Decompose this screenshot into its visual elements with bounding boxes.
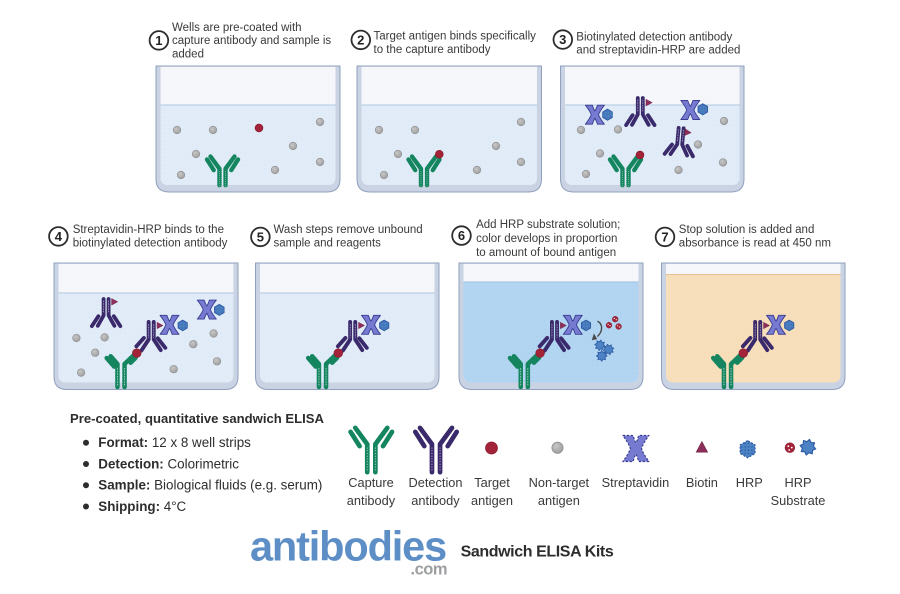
svg-text:to amount of bound antigen: to amount of bound antigen <box>476 247 616 259</box>
svg-text:HRP: HRP <box>784 475 811 490</box>
svg-text:capture antibody and sample is: capture antibody and sample is <box>172 35 331 47</box>
svg-text:4: 4 <box>55 229 63 244</box>
svg-text:7: 7 <box>661 230 668 245</box>
svg-text:3: 3 <box>559 32 566 47</box>
svg-text:antibodies: antibodies <box>250 522 446 569</box>
svg-text:Sample: Biological fluids (e.g: Sample: Biological fluids (e.g. serum) <box>98 478 322 493</box>
svg-text:Shipping: 4°C: Shipping: 4°C <box>98 499 186 514</box>
svg-text:Stop solution is added and: Stop solution is added and <box>679 224 815 236</box>
svg-text:antigen: antigen <box>471 493 513 508</box>
svg-text:Substrate: Substrate <box>771 493 826 508</box>
svg-text:Streptavidin-HRP binds to the: Streptavidin-HRP binds to the <box>73 224 224 236</box>
svg-text:5: 5 <box>257 230 264 245</box>
svg-text:Biotin: Biotin <box>686 475 718 490</box>
svg-text:6: 6 <box>458 228 465 243</box>
svg-text:antibody: antibody <box>411 493 460 508</box>
svg-text:Detection: Colorimetric: Detection: Colorimetric <box>98 456 239 471</box>
svg-text:Biotinylated detection antibod: Biotinylated detection antibody <box>576 31 732 43</box>
svg-text:Capture: Capture <box>348 475 394 490</box>
svg-text:biotinylated detection antibod: biotinylated detection antibody <box>73 237 228 249</box>
svg-text:Target: Target <box>474 475 510 490</box>
svg-text:Streptavidin: Streptavidin <box>602 475 670 490</box>
svg-text:sample and reagents: sample and reagents <box>274 237 382 249</box>
svg-text:Detection: Detection <box>408 475 462 490</box>
svg-text:Wash steps remove unbound: Wash steps remove unbound <box>274 224 423 236</box>
svg-text:Target antigen binds specifica: Target antigen binds specifically <box>374 31 537 43</box>
svg-text:.com: .com <box>410 560 447 578</box>
svg-text:added: added <box>172 49 204 61</box>
svg-text:Non-target: Non-target <box>529 475 590 490</box>
svg-text:Pre-coated, quantitative sandw: Pre-coated, quantitative sandwich ELISA <box>70 411 324 426</box>
svg-text:color develops in proportion: color develops in proportion <box>476 233 617 245</box>
svg-text:1: 1 <box>155 33 162 48</box>
svg-text:Wells are pre-coated with: Wells are pre-coated with <box>172 22 302 34</box>
svg-text:absorbance is read at 450 nm: absorbance is read at 450 nm <box>679 237 831 249</box>
svg-text:Format: 12 x 8 well strips: Format: 12 x 8 well strips <box>98 435 251 450</box>
svg-text:to the capture antibody: to the capture antibody <box>374 44 491 56</box>
svg-text:Add HRP substrate solution;: Add HRP substrate solution; <box>476 219 620 231</box>
svg-text:2: 2 <box>357 33 364 48</box>
svg-text:HRP: HRP <box>736 475 763 490</box>
svg-text:antibody: antibody <box>347 493 396 508</box>
svg-text:Sandwich ELISA Kits: Sandwich ELISA Kits <box>461 543 614 560</box>
svg-text:antigen: antigen <box>538 493 580 508</box>
svg-text:and streptavidin-HRP are added: and streptavidin-HRP are added <box>576 45 740 57</box>
